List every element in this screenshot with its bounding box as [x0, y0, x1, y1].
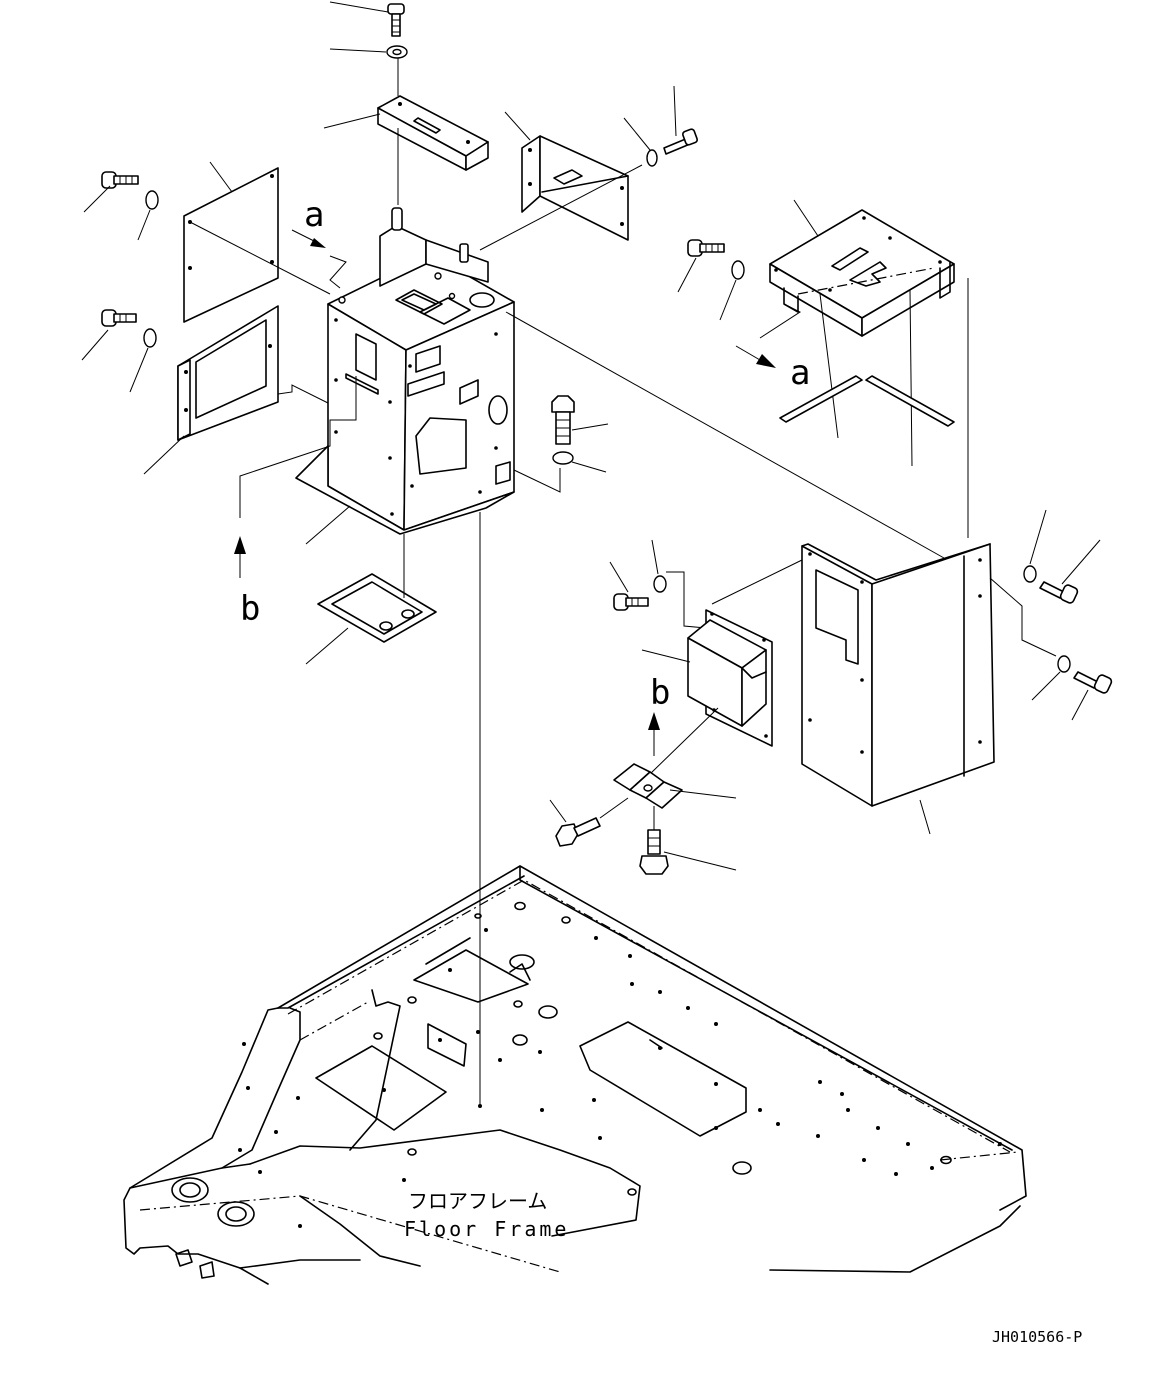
- leader-line: [793, 199, 819, 237]
- leader-line: [669, 789, 737, 799]
- leader-line: [329, 255, 347, 289]
- leader-line: [649, 707, 719, 775]
- leader-line: [189, 221, 331, 295]
- leader-line: [81, 329, 109, 361]
- arrow-icon: [735, 345, 776, 368]
- leader-line: [666, 571, 707, 629]
- leader-line: [239, 376, 357, 518]
- washer-icon: [653, 575, 667, 593]
- leader-line: [571, 461, 607, 473]
- upper-right-bracket: [769, 209, 955, 337]
- leader-line: [209, 161, 233, 193]
- hidden-line: [797, 267, 935, 295]
- leader-line: [479, 164, 643, 251]
- leader-line: [549, 799, 567, 823]
- bolt-icon: [1039, 581, 1079, 604]
- leader-line: [711, 559, 803, 605]
- view-label-a-right: a: [790, 353, 810, 393]
- leader-line: [277, 384, 331, 405]
- leader-line: [571, 423, 609, 431]
- bolt-icon: [687, 239, 725, 257]
- leader-line: [719, 279, 737, 321]
- leader-line: [305, 627, 349, 665]
- arrow-icon: [291, 229, 326, 248]
- side-cover-plate: [183, 167, 279, 323]
- leader-line: [641, 649, 691, 663]
- leader-line: [504, 111, 531, 141]
- leader-line: [505, 311, 945, 559]
- leader-line: [677, 257, 697, 293]
- leader-line: [651, 539, 659, 575]
- view-label-b-center: b: [650, 673, 670, 713]
- bolt-icon: [551, 395, 575, 445]
- washer-icon: [731, 260, 745, 280]
- arrow-icon: [234, 536, 246, 578]
- view-label-a: a: [304, 195, 324, 235]
- floor-frame: [123, 865, 1027, 1285]
- leader-line: [323, 113, 381, 129]
- leader-line: [137, 209, 151, 241]
- leader-line: [989, 577, 1057, 657]
- leader-line: [909, 289, 913, 467]
- leader-line: [599, 797, 629, 819]
- bolt-icon: [663, 128, 698, 155]
- bolt-icon: [101, 171, 139, 189]
- upper-block-bracket: [377, 95, 489, 171]
- leader-line: [759, 305, 802, 339]
- leader-line: [83, 185, 111, 213]
- washer-icon: [143, 328, 157, 348]
- lower-side-cover: [177, 305, 279, 441]
- electrical-box: [687, 609, 773, 747]
- washer-icon: [145, 190, 159, 210]
- leader-line: [305, 505, 351, 545]
- leader-line: [1031, 671, 1061, 701]
- leader-line: [1029, 509, 1047, 565]
- front-cover-panel: [801, 543, 995, 807]
- bolt-icon: [555, 817, 601, 847]
- bolt-icon: [613, 593, 649, 611]
- bolt-icon: [101, 309, 137, 327]
- bolt-icon: [1073, 671, 1113, 694]
- washer-icon: [552, 451, 574, 465]
- leader-line: [1061, 539, 1101, 585]
- washer-icon: [386, 45, 408, 59]
- leader-line: [329, 1, 389, 13]
- seal-strip: [779, 375, 863, 423]
- leader-line: [623, 117, 651, 151]
- leader-line: [919, 799, 931, 835]
- drawing-code: JH010566-P: [992, 1328, 1082, 1346]
- bolt-icon: [387, 3, 405, 37]
- gasket-plate: [317, 573, 437, 643]
- leader-line: [663, 851, 737, 871]
- main-console-box: [295, 207, 515, 535]
- leader-line: [673, 85, 677, 137]
- mount-bracket: [613, 763, 683, 809]
- washer-icon: [1057, 655, 1071, 673]
- leader-line: [129, 347, 149, 393]
- leader-line: [1071, 689, 1089, 721]
- leader-line: [513, 468, 561, 493]
- view-label-b: b: [240, 589, 260, 629]
- seal-strip: [865, 375, 955, 427]
- floor-frame-label-jp: フロアフレーム: [408, 1189, 547, 1213]
- leader-line: [329, 48, 387, 53]
- leader-line: [143, 435, 185, 475]
- washer-icon: [1023, 565, 1037, 583]
- l-bracket-plate: [521, 135, 629, 241]
- washer-icon: [646, 149, 658, 167]
- bolt-icon: [639, 829, 669, 875]
- arrow-icon: [648, 712, 660, 756]
- floor-frame-label-en: Floor Frame: [404, 1217, 569, 1241]
- leader-line: [609, 561, 629, 593]
- leader-line: [819, 293, 839, 439]
